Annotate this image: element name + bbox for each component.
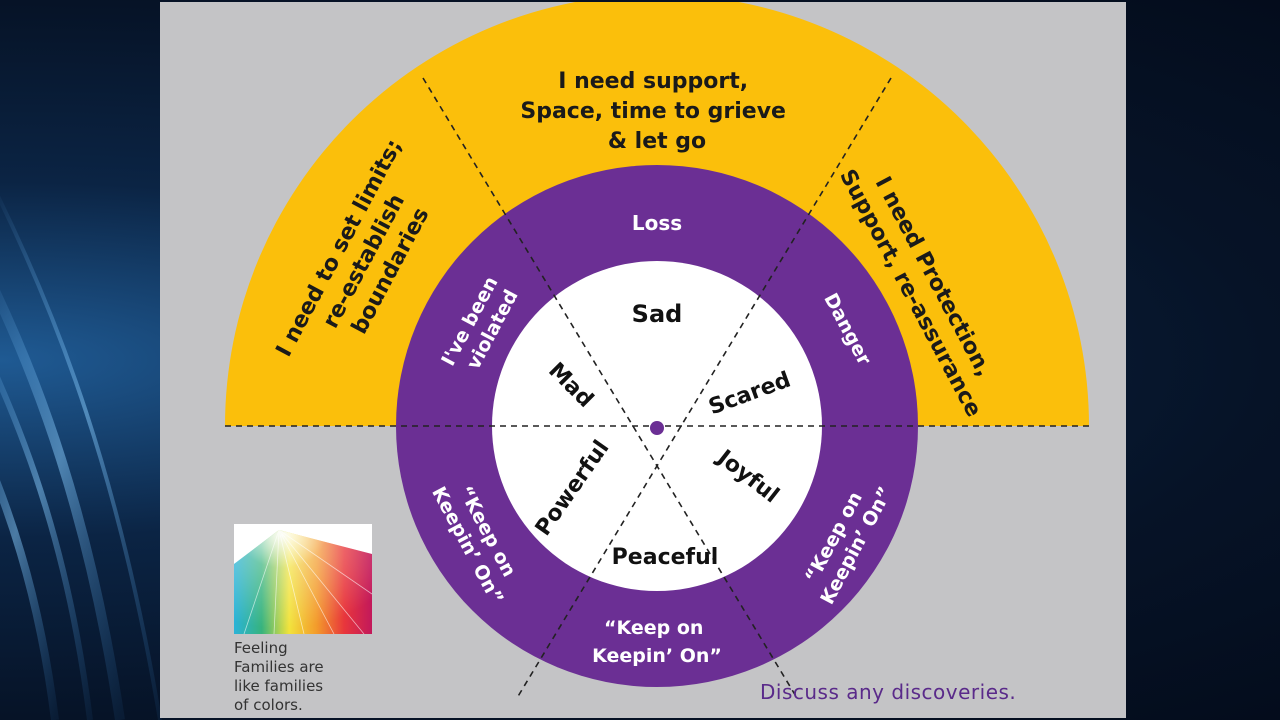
feeling-peaceful: Peaceful xyxy=(612,545,719,570)
message-loss: Loss xyxy=(632,211,682,235)
need-grieve-text: I need support, Space, time to grieve & … xyxy=(520,69,793,154)
background-streaks xyxy=(0,0,170,720)
slide: I need support, Space, time to grieve & … xyxy=(160,2,1126,718)
discuss-text: Discuss any discoveries. xyxy=(760,680,1017,704)
feeling-families-diagram: I need support, Space, time to grieve & … xyxy=(225,2,1089,699)
message-keep-bottom: “Keep on Keepin’ On” xyxy=(592,617,722,667)
caption-text: Feeling Families are like families of co… xyxy=(234,639,324,714)
center-dot xyxy=(650,421,664,435)
feeling-sad: Sad xyxy=(632,300,683,328)
color-swatch-image xyxy=(234,524,372,634)
